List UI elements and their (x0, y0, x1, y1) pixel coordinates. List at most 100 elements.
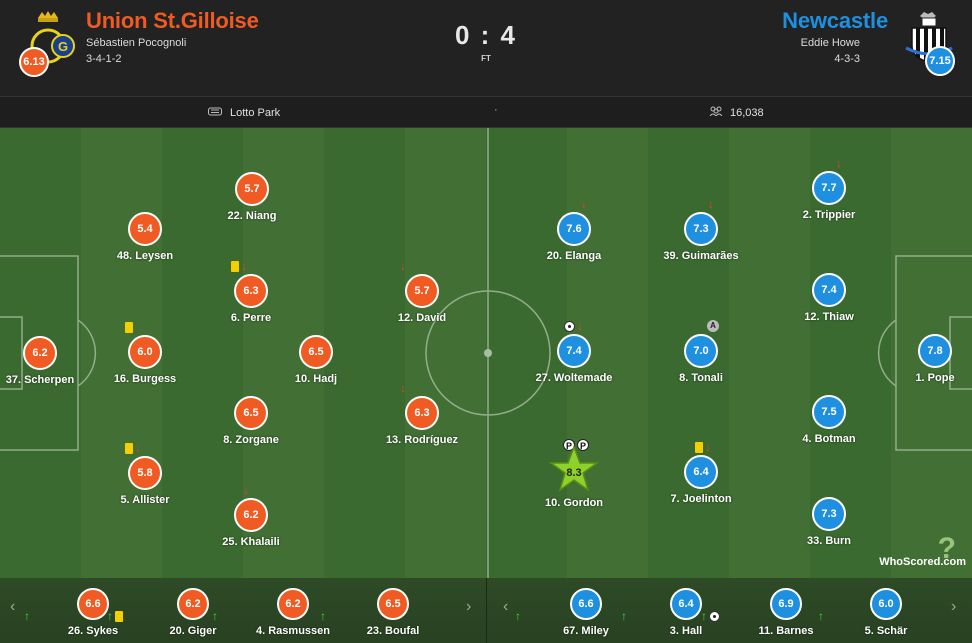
player-rating: 6.5 (234, 396, 268, 430)
yellow-card-icon (115, 610, 123, 622)
player-elanga[interactable]: ↓ 7.6 20. Elanga (514, 198, 634, 262)
sub-on-arrow-icon: ↑ (818, 609, 824, 623)
away-team-rating: 7.15 (925, 46, 955, 76)
player-name: 5. Schär (864, 625, 908, 637)
chevron-right-icon[interactable]: › (466, 598, 472, 615)
crowd-icon (709, 106, 723, 119)
watermark-suffix: .com (940, 556, 966, 568)
sub-rasmussen[interactable]: ↑ 6.2 4. Rasmussen (212, 588, 338, 637)
player-rating: 7.7 (812, 171, 846, 205)
away-manager: Eddie Howe (800, 37, 860, 49)
man-of-the-match-star: 8.3 (548, 445, 600, 493)
player-perre[interactable]: ↓ 6.3 6. Perre (191, 260, 311, 324)
sub-on-arrow-icon: ↑ (701, 609, 707, 623)
player-thiaw[interactable]: 7.4 12. Thiaw (769, 273, 889, 323)
player-burn[interactable]: 7.3 33. Burn (769, 497, 889, 547)
player-khalaili[interactable]: ↓ 6.2 25. Khalaili (191, 484, 311, 548)
player-events: A (707, 320, 719, 332)
chevron-left-icon[interactable]: ‹ (503, 598, 509, 615)
player-name: 20. Elanga (546, 250, 602, 262)
sub-off-arrow-icon: ↓ (577, 319, 583, 333)
player-events: ↑ (515, 610, 521, 622)
player-rating: 5.7 (405, 274, 439, 308)
player-rating: 6.2 (177, 588, 209, 620)
player-name: 26. Sykes (67, 625, 119, 637)
player-tonali[interactable]: A 7.0 8. Tonali (641, 320, 761, 384)
sub-on-arrow-icon: ↑ (107, 609, 113, 623)
whoscored-watermark: ? WhoScored.com (879, 532, 966, 568)
player-name: 4. Botman (802, 433, 856, 445)
player-botman[interactable]: 7.5 4. Botman (769, 395, 889, 445)
venue: Lotto Park (208, 106, 280, 119)
chevron-right-icon[interactable]: › (951, 598, 957, 615)
player-rating: 5.4 (128, 212, 162, 246)
player-guimaraes[interactable]: ↓ 7.3 39. Guimarães (641, 198, 761, 262)
attendance: 16,038 (709, 106, 764, 119)
player-events: ↓ (836, 157, 842, 169)
stadium-icon (208, 106, 222, 119)
player-zorgane[interactable]: 6.5 8. Zorgane (191, 396, 311, 446)
player-name: 4. Rasmussen (256, 625, 330, 637)
home-team-name[interactable]: Union St.Gilloise (86, 8, 259, 33)
sub-miley[interactable]: ↑ 6.6 67. Miley (515, 588, 631, 637)
player-events: ↓ (400, 260, 406, 272)
player-woltemade[interactable]: ↓ 7.4 27. Woltemade (514, 320, 634, 384)
svg-text:G: G (58, 39, 68, 54)
player-rating: 6.0 (870, 588, 902, 620)
player-rating: 6.6 (77, 588, 109, 620)
match-header: G 6.13 Union St.Gilloise Sébastien Pocog… (0, 0, 972, 96)
player-trippier[interactable]: ↓ 7.7 2. Trippier (769, 157, 889, 221)
sub-boufal[interactable]: ↑ 6.5 23. Boufal (320, 588, 438, 637)
home-manager: Sébastien Pocognoli (86, 37, 187, 49)
player-rating: 6.2 (23, 336, 57, 370)
player-rating: 7.3 (684, 212, 718, 246)
sub-hall[interactable]: ↑ 6.4 3. Hall (621, 588, 731, 637)
player-events: ↓ (581, 198, 587, 210)
player-scherpen[interactable]: 6.2 37. Scherpen (0, 336, 100, 386)
player-rating: 6.6 (570, 588, 602, 620)
player-name: 39. Guimarães (663, 250, 739, 262)
player-burgess[interactable]: 6.0 16. Burgess (85, 321, 205, 385)
away-team-name[interactable]: Newcastle (782, 8, 888, 33)
away-formation: 4-3-3 (834, 53, 860, 65)
player-hadj[interactable]: 6.5 10. Hadj (256, 335, 376, 385)
player-allister[interactable]: ↓ 5.8 5. Allister (85, 442, 205, 506)
player-events: ↑ (107, 610, 123, 622)
player-name: 13. Rodríguez (385, 434, 459, 446)
sub-off-arrow-icon: ↓ (243, 483, 249, 497)
yellow-card-icon (231, 260, 239, 272)
player-events: ↑ (818, 610, 824, 622)
sub-sykes[interactable]: ↑ 6.6 26. Sykes (24, 588, 138, 637)
player-name: 7. Joelinton (670, 493, 732, 505)
sub-off-arrow-icon: ↓ (708, 197, 714, 211)
player-rating: 6.2 (234, 498, 268, 532)
player-rating: 6.9 (770, 588, 802, 620)
player-rodriguez[interactable]: ↓ 6.3 13. Rodríguez (362, 382, 482, 446)
chevron-left-icon[interactable]: ‹ (10, 598, 16, 615)
player-leysen[interactable]: 5.4 48. Leysen (85, 212, 205, 262)
sub-schar[interactable]: ↑ 6.0 5. Schär (818, 588, 931, 637)
player-joelinton[interactable]: ↓ 6.4 7. Joelinton (641, 441, 761, 505)
yellow-card-icon (125, 442, 133, 454)
player-name: 6. Perre (230, 312, 272, 324)
home-team-crest[interactable]: G (20, 8, 80, 68)
watermark-text: WhoScored (879, 556, 941, 568)
player-rating: 5.8 (128, 456, 162, 490)
player-events: ↓ (708, 198, 714, 210)
player-events: ↓ (231, 260, 247, 272)
player-events: ↓ (695, 441, 711, 453)
player-name: 23. Boufal (366, 625, 420, 637)
sub-off-arrow-icon: ↓ (400, 259, 406, 273)
goal-ball-icon (709, 610, 720, 622)
player-name: 8. Tonali (679, 372, 723, 384)
player-david[interactable]: ↓ 5.7 12. David (362, 260, 482, 324)
player-events: ↑ (701, 610, 720, 622)
player-niang[interactable]: 5.7 22. Niang (192, 172, 312, 222)
player-name: 67. Miley (563, 625, 609, 637)
player-pope[interactable]: 7.8 1. Pope (875, 334, 972, 384)
sub-giger[interactable]: ↑ 6.2 20. Giger (107, 588, 238, 637)
sub-barnes[interactable]: ↑ 6.9 11. Barnes (701, 588, 831, 637)
player-name: 33. Burn (806, 535, 851, 547)
